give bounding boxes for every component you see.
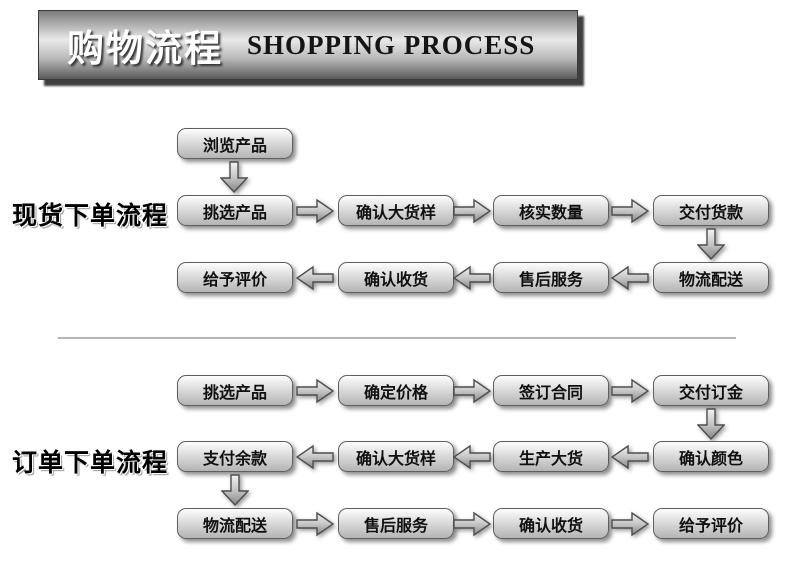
arrow-right-icon [611, 197, 650, 229]
flow-node: 确认收货 [338, 262, 454, 293]
flow-node: 挑选产品 [177, 375, 293, 406]
arrow-right-icon [453, 377, 492, 409]
flow-node: 给予评价 [177, 262, 293, 293]
arrow-right-icon [296, 197, 335, 229]
flow-node: 生产大货 [493, 441, 609, 472]
flow-node: 交付货款 [653, 195, 769, 226]
flow-node: 物流配送 [653, 262, 769, 293]
banner-title-zh: 购物流程 [67, 26, 223, 70]
flow-node: 确认大货样 [338, 441, 454, 472]
arrow-left-icon [452, 443, 491, 475]
flow-node: 给予评价 [653, 508, 769, 539]
flow-node: 交付订金 [653, 375, 769, 406]
flow-label-stock-order: 现货下单流程 [12, 201, 169, 230]
flow-node: 确认大货样 [338, 195, 454, 226]
flow-node: 挑选产品 [177, 195, 293, 226]
arrow-right-icon [296, 377, 335, 409]
arrow-down-icon [220, 474, 250, 510]
banner-title-en: SHOPPING PROCESS [247, 29, 536, 60]
arrow-down-icon [696, 228, 726, 264]
flow-node: 核实数量 [493, 195, 609, 226]
arrow-right-icon [611, 377, 650, 409]
section-divider [58, 337, 736, 339]
arrow-left-icon [295, 443, 334, 475]
arrow-left-icon [610, 443, 649, 475]
arrow-right-icon [453, 510, 492, 542]
flow-node: 售后服务 [338, 508, 454, 539]
arrow-left-icon [610, 264, 649, 296]
flow-node: 确认收货 [493, 508, 609, 539]
flow-label-custom-order: 订单下单流程 [12, 448, 169, 477]
arrow-right-icon [611, 510, 650, 542]
arrow-right-icon [296, 510, 335, 542]
arrow-left-icon [452, 264, 491, 296]
banner: 购物流程 SHOPPING PROCESS [38, 10, 578, 80]
arrow-left-icon [295, 264, 334, 296]
flow-node: 确定价格 [338, 375, 454, 406]
arrow-down-icon [219, 161, 249, 197]
flow-node: 售后服务 [493, 262, 609, 293]
arrow-right-icon [453, 197, 492, 229]
flow-node: 支付余款 [177, 441, 293, 472]
flow-node: 确认颜色 [653, 441, 769, 472]
flow-node: 物流配送 [177, 508, 293, 539]
arrow-down-icon [696, 408, 726, 444]
flow-node: 签订合同 [493, 375, 609, 406]
flow-node: 浏览产品 [177, 128, 293, 159]
